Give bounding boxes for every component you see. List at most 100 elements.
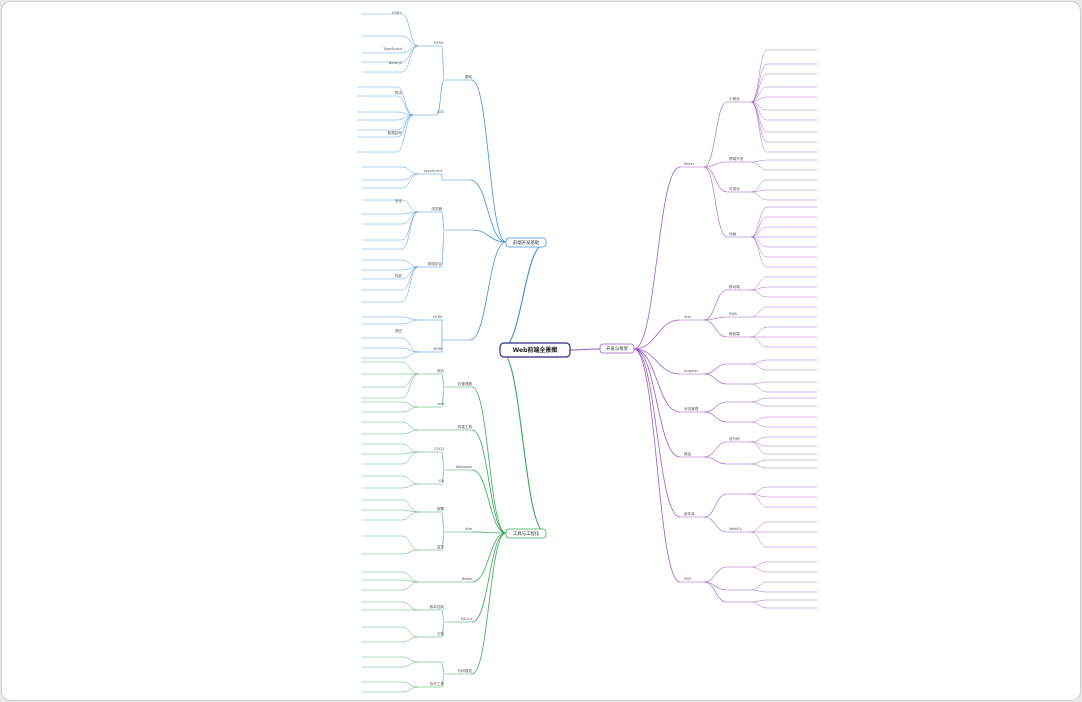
link-bl-leaf-3-1-0 — [401, 535, 419, 551]
tl-node-4[interactable]: 浏览器 — [431, 206, 442, 211]
link-bl-0-1 — [441, 386, 445, 408]
bl-node-3[interactable]: Vite — [465, 527, 473, 531]
link-bl-leaf-2-1-1 — [401, 483, 419, 489]
branch-right[interactable]: 开发与框架 — [599, 343, 635, 354]
branch-right-label: 开发与框架 — [606, 345, 629, 352]
link-tl-2-0 — [441, 211, 445, 231]
link-tl-0-1 — [436, 79, 445, 116]
bl-node-1[interactable]: 构建工具 — [458, 424, 473, 429]
tl-node-12[interactable]: 数据结构 — [388, 130, 403, 135]
link-rt-leaf-0-1-1 — [750, 161, 768, 171]
rt-node-13[interactable]: 微前端 — [729, 331, 740, 336]
link-rt-6-1 — [703, 581, 728, 591]
link-rt-0-1 — [703, 161, 728, 168]
bl-node-8[interactable]: Jest — [436, 402, 444, 406]
tl-node-2[interactable]: CSS — [437, 110, 445, 114]
link-bl-0 — [471, 386, 507, 534]
bl-node-0[interactable]: 包管理器 — [458, 381, 473, 386]
link-rt-leaf-5-1-0 — [750, 521, 768, 533]
tl-node-1[interactable]: HTML — [434, 41, 444, 45]
link-root-right — [569, 348, 601, 351]
link-rt-leaf-5-0-2 — [750, 493, 768, 508]
link-tl-0 — [471, 79, 507, 243]
tl-node-8[interactable]: ES6+ — [392, 11, 402, 15]
bl-node-14[interactable]: 文档 — [437, 631, 445, 636]
tl-node-6[interactable]: DOM — [433, 315, 442, 319]
link-tl-leaf-0-1-1 — [396, 95, 414, 116]
rt-node-1[interactable]: Vue — [684, 315, 691, 319]
link-tl-leaf-2-1-4 — [401, 266, 419, 303]
bl-node-10[interactable]: Git — [439, 479, 445, 483]
link-tl-1 — [469, 179, 507, 243]
link-rt-leaf-0-0-9 — [750, 101, 768, 153]
bl-node-4[interactable]: Babel — [462, 577, 472, 581]
tl-node-14[interactable]: 性能 — [395, 273, 403, 278]
rt-node-15[interactable]: WebGL — [729, 527, 742, 531]
link-rt-leaf-0-3-6 — [750, 236, 768, 268]
link-bl-2-0 — [441, 451, 445, 471]
rt-node-9[interactable]: 可视化 — [729, 186, 740, 191]
link-bl-3-1 — [441, 531, 445, 551]
rt-node-3[interactable]: 状态管理 — [684, 406, 699, 411]
tl-node-5[interactable]: 网络协议 — [428, 261, 443, 266]
tl-node-9[interactable]: TypeScript — [382, 47, 402, 51]
link-rt-leaf-6-0-1 — [750, 566, 768, 573]
link-tl-leaf-3-0-1 — [401, 319, 419, 325]
rt-node-14[interactable]: 低代码 — [729, 436, 740, 441]
link-bl-leaf-5-1-1 — [401, 636, 419, 643]
link-bl-leaf-6-0-1 — [401, 661, 419, 668]
rt-node-8[interactable]: 跨端开发 — [729, 156, 744, 161]
link-rt-leaf-0-1-0 — [750, 159, 768, 163]
link-bl-leaf-1-0-1 — [401, 429, 419, 435]
rt-node-2[interactable]: Angular — [684, 369, 698, 373]
rt-node-10[interactable]: 动画 — [729, 231, 737, 236]
rt-node-12[interactable]: PWA — [729, 312, 738, 316]
root-node[interactable]: Web前端全景图 — [499, 342, 571, 358]
link-rt-leaf-1-0-2 — [750, 289, 768, 298]
rt-node-0[interactable]: React — [684, 162, 695, 166]
rt-node-6[interactable]: SSR — [684, 577, 692, 581]
link-rt-leaf-1-2-0 — [750, 326, 768, 338]
bl-node-9[interactable]: CI/CD — [434, 447, 444, 451]
tl-node-13[interactable]: 安全 — [395, 198, 403, 203]
bl-node-11[interactable]: 部署 — [437, 506, 445, 511]
tl-node-10[interactable]: Node.js — [389, 61, 403, 65]
branch-top-left[interactable]: 前端开发基础 — [505, 237, 547, 248]
bl-node-6[interactable]: 代码规范 — [458, 668, 473, 673]
link-rt-4-1 — [703, 456, 728, 465]
link-rt-leaf-0-3-2 — [750, 226, 768, 238]
rt-node-11[interactable]: 移动端 — [729, 284, 740, 289]
branch-bottom-left[interactable]: 工具与工程化 — [505, 528, 547, 539]
link-rt-leaf-2-1-1 — [750, 383, 768, 393]
link-rt-1 — [633, 319, 681, 350]
tl-node-11[interactable]: 算法 — [395, 90, 403, 95]
bl-node-7[interactable]: 测试 — [437, 368, 445, 373]
link-tl-leaf-2-0-4 — [401, 211, 419, 250]
tl-node-3[interactable]: JavaScript — [423, 169, 443, 173]
link-rt-6-0 — [703, 566, 728, 583]
bl-node-12[interactable]: 监控 — [437, 544, 445, 549]
rt-node-5[interactable]: 组件库 — [684, 511, 695, 516]
branch-top-left-label: 前端开发基础 — [513, 239, 540, 246]
link-root-bottom-left — [499, 349, 547, 534]
link-rt-5-1 — [703, 516, 728, 533]
link-rt-leaf-0-0-1 — [750, 63, 768, 103]
tl-node-7[interactable]: BOM — [434, 347, 442, 351]
link-bl-leaf-2-0-0 — [401, 443, 419, 453]
link-bl-5-0 — [441, 609, 445, 623]
tl-node-15[interactable]: 调试 — [395, 328, 403, 333]
link-bl-leaf-0-0-2 — [401, 373, 419, 388]
link-tl-3 — [469, 241, 507, 341]
link-bl-leaf-6-0-0 — [401, 656, 419, 663]
bl-node-5[interactable]: ESLint — [461, 617, 473, 621]
bl-node-13[interactable]: 版本控制 — [430, 604, 445, 609]
bl-node-15[interactable]: 协作工具 — [430, 681, 445, 686]
rt-node-4[interactable]: 路由 — [684, 451, 692, 456]
link-rt-leaf-6-1-1 — [750, 589, 768, 593]
link-bl-leaf-6-1-0 — [401, 681, 419, 688]
rt-node-7[interactable]: 小程序 — [729, 96, 740, 101]
link-tl-leaf-2-1-2 — [401, 266, 419, 280]
bl-node-2[interactable]: Webpack — [456, 465, 473, 469]
tl-node-0[interactable]: 基础 — [465, 74, 473, 79]
